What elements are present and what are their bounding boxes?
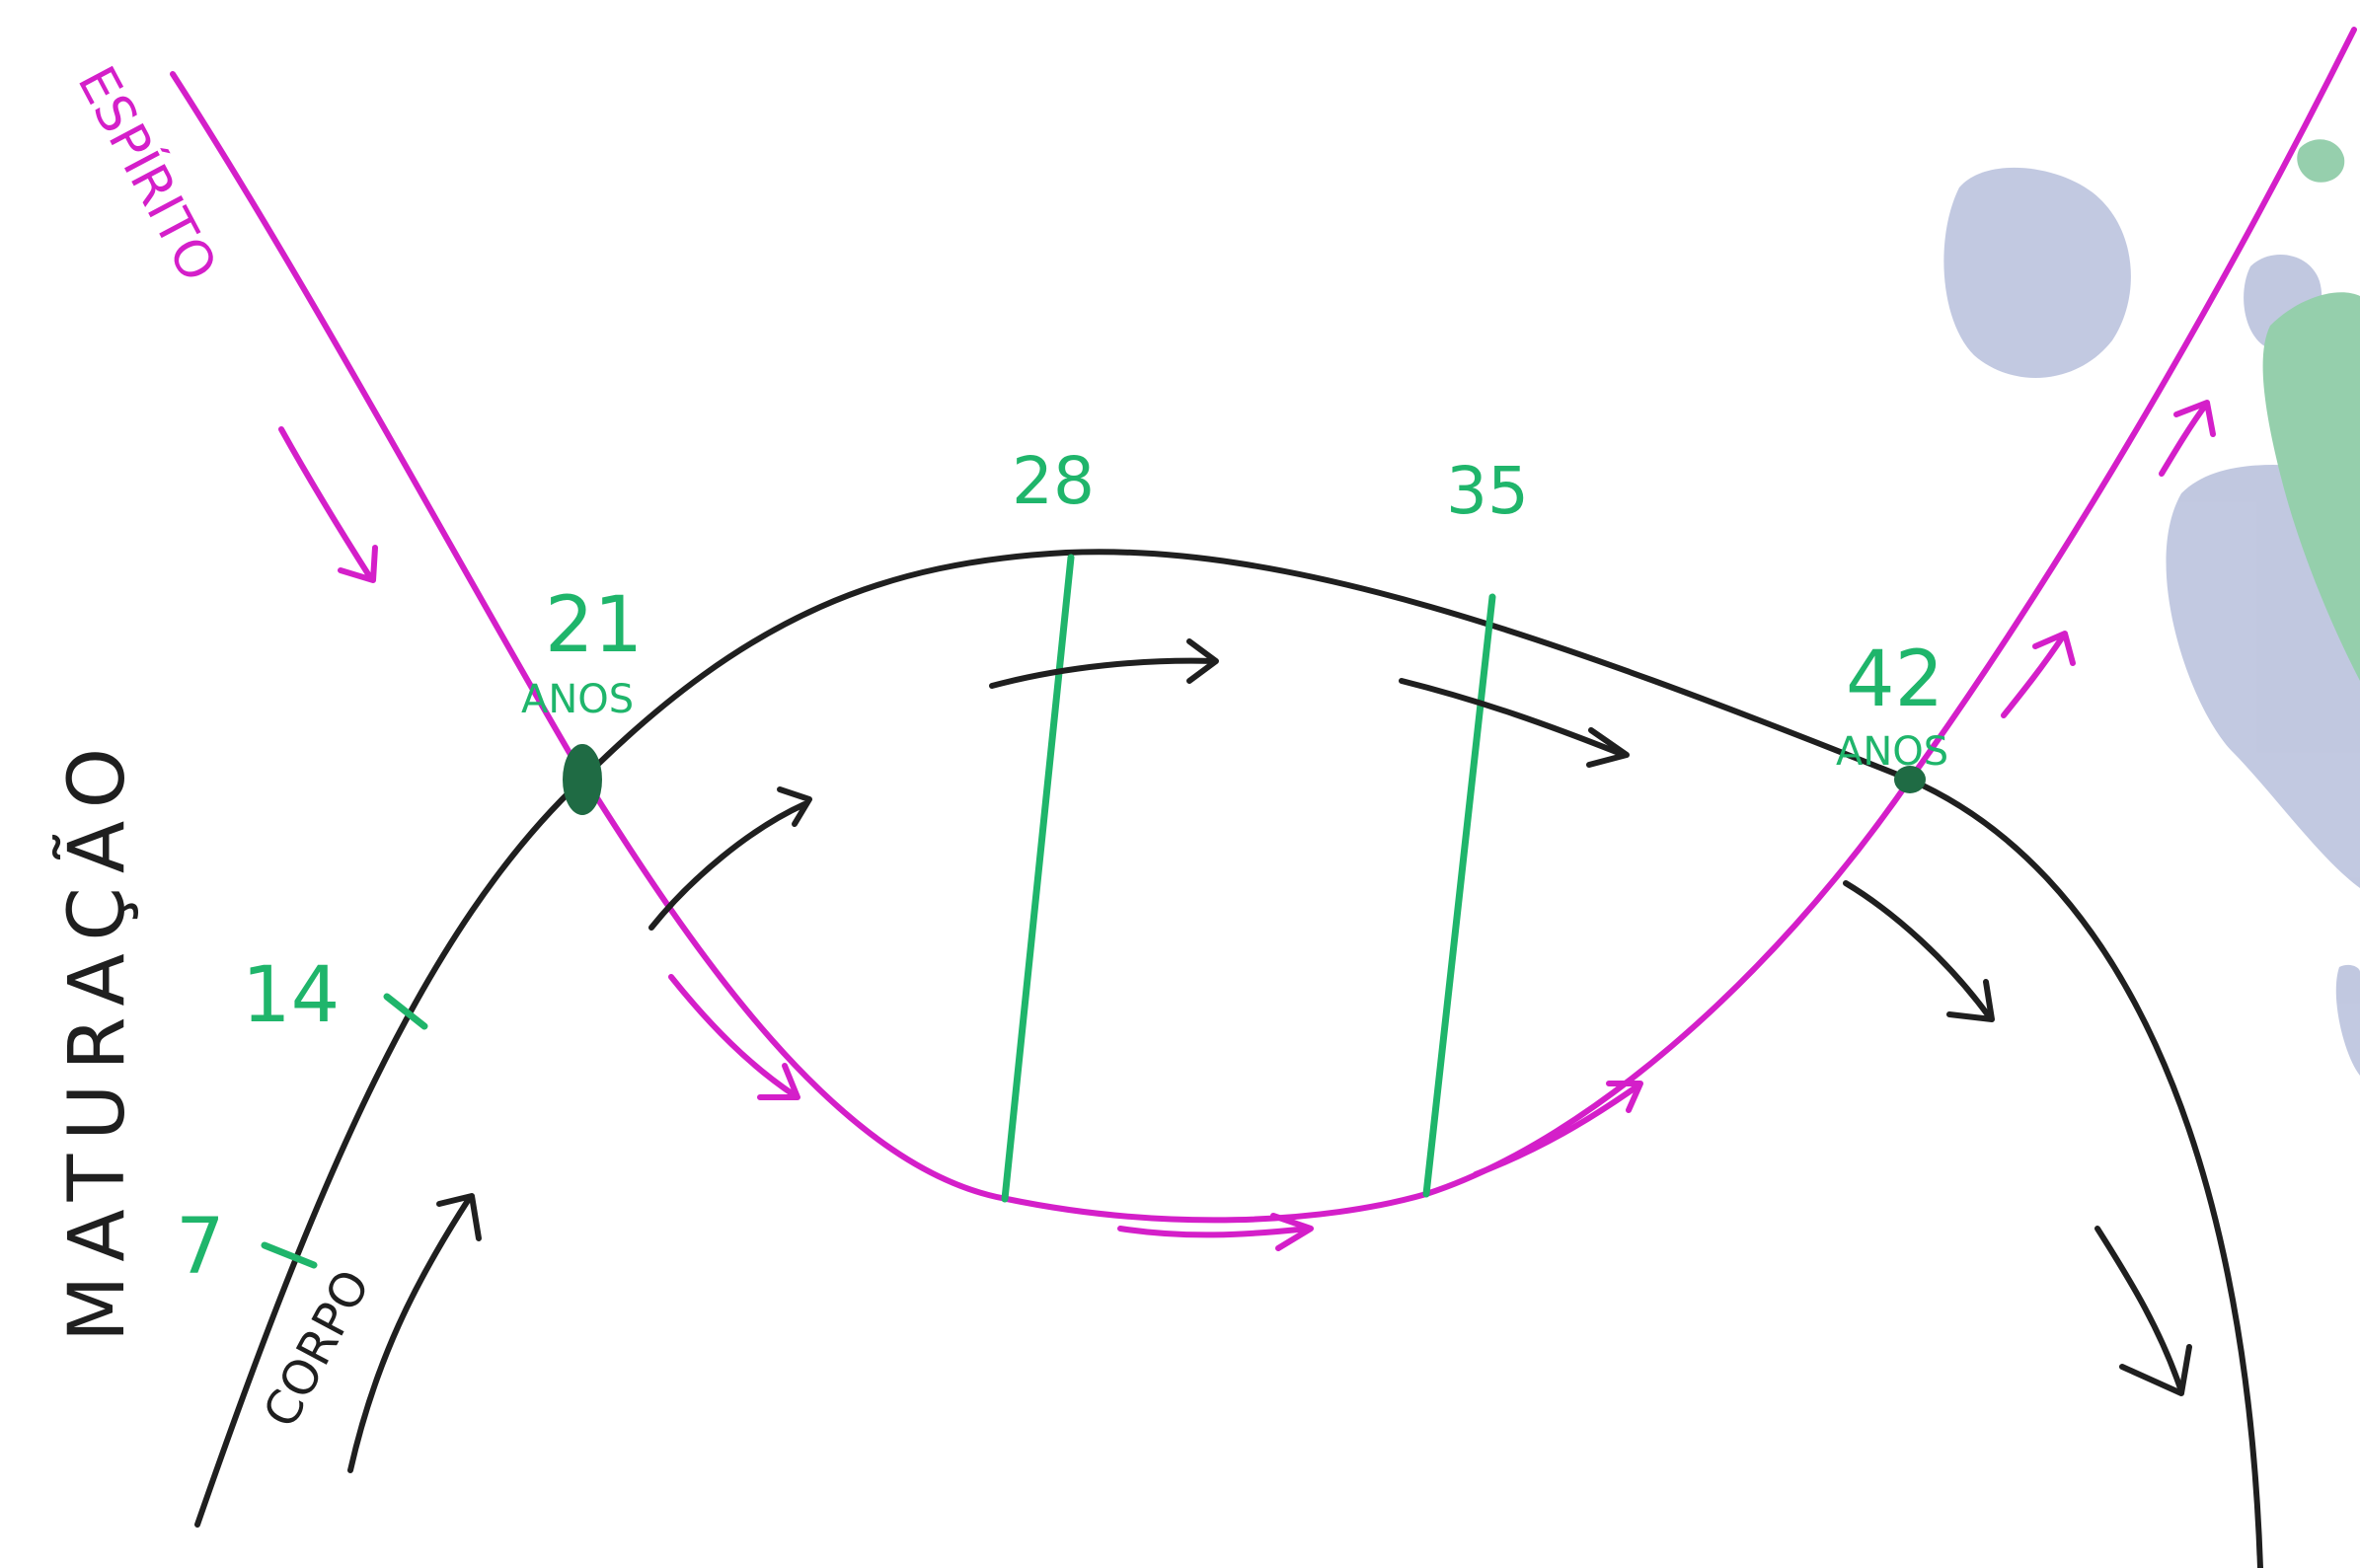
watercolor-green-streak (2262, 292, 2360, 681)
age-7-label: 7 (176, 1203, 225, 1292)
watercolor-green-dot (2297, 139, 2345, 183)
age-42-unit-label: ANOS (1836, 729, 1948, 775)
corpo-label: CORPO (253, 1261, 381, 1437)
spirit-curve (170, 27, 2357, 1224)
arrow-spirit-bottom-2 (1473, 1083, 1641, 1177)
arrow-body-top-2 (1399, 678, 1627, 758)
arrow-spirit-down-1 (278, 426, 373, 580)
arrow-spirit-down-1-head (338, 545, 378, 583)
age-28-line (1001, 554, 1075, 1203)
arrow-body-top-1 (989, 657, 1217, 689)
arrow-body-up-1-head (436, 1193, 482, 1241)
age-14-tick (383, 993, 428, 1030)
arrow-body-top-2-head (1586, 727, 1630, 768)
arrow-spirit-bottom-1 (1117, 1226, 1311, 1238)
watercolor-blob-top (1943, 167, 2131, 378)
arrow-body-down-2-head (2119, 1344, 2192, 1396)
arrow-spirit-up-1 (2001, 634, 2066, 718)
intersection-42 (1894, 766, 1926, 793)
arrow-body-top-1-head (1186, 638, 1219, 684)
maturacao-label: MATURAÇÃO (51, 734, 142, 1342)
arrow-spirit-up-1-head (2032, 631, 2076, 666)
arrow-spirit-up-2-head (2173, 400, 2216, 437)
age-21-unit-label: ANOS (521, 677, 634, 722)
watercolor-stains (1943, 139, 2360, 1076)
age-28-label: 28 (1012, 443, 1095, 519)
arrow-body-down-2 (2094, 1226, 2184, 1394)
arrow-spirit-bottom-1-head (1270, 1213, 1314, 1251)
arrow-spirit-down-2-head (757, 1063, 800, 1100)
espirito-label: ESPÍRITO (66, 56, 229, 291)
spirit-arrows (278, 400, 2216, 1251)
body-curve (194, 549, 2263, 1568)
body-arrows (347, 638, 2192, 1473)
age-35-label: 35 (1446, 453, 1529, 529)
age-21-label: 21 (545, 581, 643, 670)
age-14-label: 14 (242, 951, 340, 1040)
arrow-body-down-1-head (1946, 979, 1995, 1022)
arrow-body-up-2-head (777, 786, 812, 827)
intersection-21 (563, 744, 602, 815)
arrow-spirit-bottom-2-head (1606, 1081, 1643, 1113)
arrow-spirit-up-2 (2159, 402, 2209, 477)
arrow-spirit-down-2 (668, 974, 798, 1098)
age-42-label: 42 (1846, 635, 1943, 724)
arrow-body-up-2 (648, 801, 807, 931)
age-35-line (1422, 593, 1496, 1198)
arrow-body-up-1 (347, 1196, 472, 1473)
arrow-body-down-1 (1843, 880, 1992, 1019)
watercolor-blob-bottom (2335, 964, 2360, 1076)
age-7-tick (261, 1241, 318, 1269)
